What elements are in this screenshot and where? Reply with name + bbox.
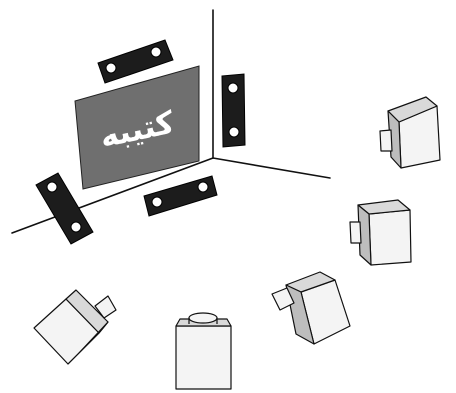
room-corner-lines — [11, 9, 331, 234]
floor-edge-left — [11, 157, 214, 234]
camera-3 — [271, 271, 351, 345]
camera-2 — [349, 199, 412, 266]
marker-hole — [46, 181, 58, 193]
calibration-marker-left — [35, 172, 94, 245]
camera-icon — [368, 209, 412, 266]
calibration-marker-icon — [221, 73, 246, 148]
marker-hole — [105, 62, 117, 74]
camera-lens — [271, 287, 295, 311]
camera-lens — [379, 129, 393, 152]
calibration-marker-top — [97, 39, 174, 84]
calibration-marker-floor — [143, 175, 218, 217]
camera-1 — [379, 96, 441, 169]
marker-hole — [227, 82, 239, 94]
camera-4 — [175, 312, 232, 390]
camera-lens — [94, 295, 117, 319]
marker-hole — [70, 221, 82, 233]
marker-hole — [197, 181, 209, 193]
calibration-marker-right-wall — [221, 73, 246, 148]
floor-edge-right — [212, 157, 331, 179]
camera-body-side — [67, 321, 109, 365]
camera-lens — [188, 312, 218, 324]
marker-hole — [151, 196, 163, 208]
camera-icon — [175, 325, 232, 390]
calibration-marker-icon — [143, 175, 218, 217]
inscription-panel: کتیبه — [74, 65, 200, 190]
inscription-panel-surface — [74, 65, 200, 190]
marker-hole — [150, 46, 162, 58]
marker-hole — [228, 126, 240, 138]
camera-lens — [349, 221, 362, 244]
camera-5 — [33, 289, 117, 365]
